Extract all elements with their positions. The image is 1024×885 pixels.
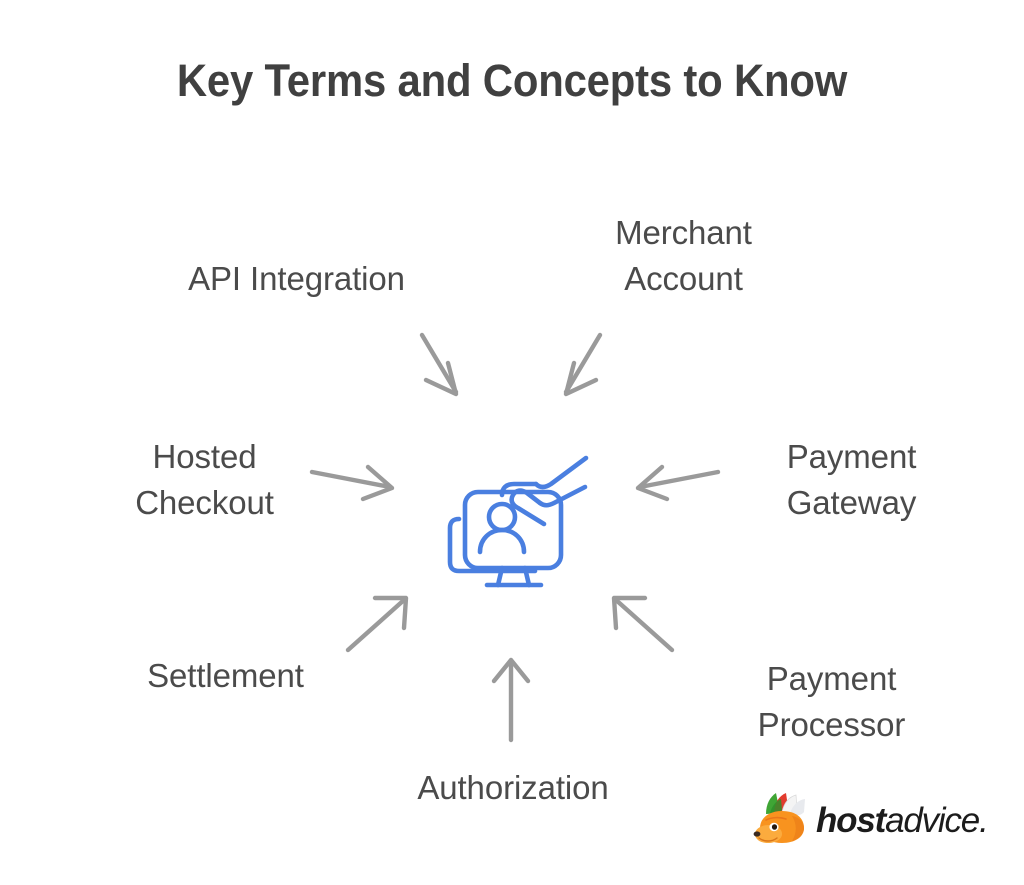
term-label-authorization: Authorization <box>417 769 609 806</box>
arrow-settlement <box>345 595 409 653</box>
arrow-payment-processor <box>611 595 675 653</box>
hostadvice-wordmark: hostadvice. <box>816 800 989 840</box>
term-label-api-integration: API Integration <box>188 260 405 297</box>
term-label-payment-processor: Payment Processor <box>757 660 906 743</box>
page-title: Key Terms and Concepts to Know <box>176 55 848 106</box>
arrow-payment-gateway <box>635 464 721 502</box>
logo-word-advice: advice. <box>885 800 989 840</box>
monitor-user-hand-icon <box>447 455 589 588</box>
logo-word-host: host <box>816 800 886 840</box>
arrow-api-integration <box>419 332 459 397</box>
term-label-hosted-checkout: Hosted Checkout <box>135 438 274 521</box>
hostadvice-logo: hostadvice. <box>752 788 989 852</box>
arrow-authorization <box>491 657 531 743</box>
arrow-merchant-account <box>563 332 603 397</box>
term-label-merchant-account: Merchant Account <box>615 214 752 297</box>
hostadvice-fox-mascot-icon <box>753 793 805 843</box>
arrow-hosted-checkout <box>309 464 395 502</box>
term-label-settlement: Settlement <box>147 657 304 694</box>
term-label-payment-gateway: Payment Gateway <box>786 438 917 521</box>
